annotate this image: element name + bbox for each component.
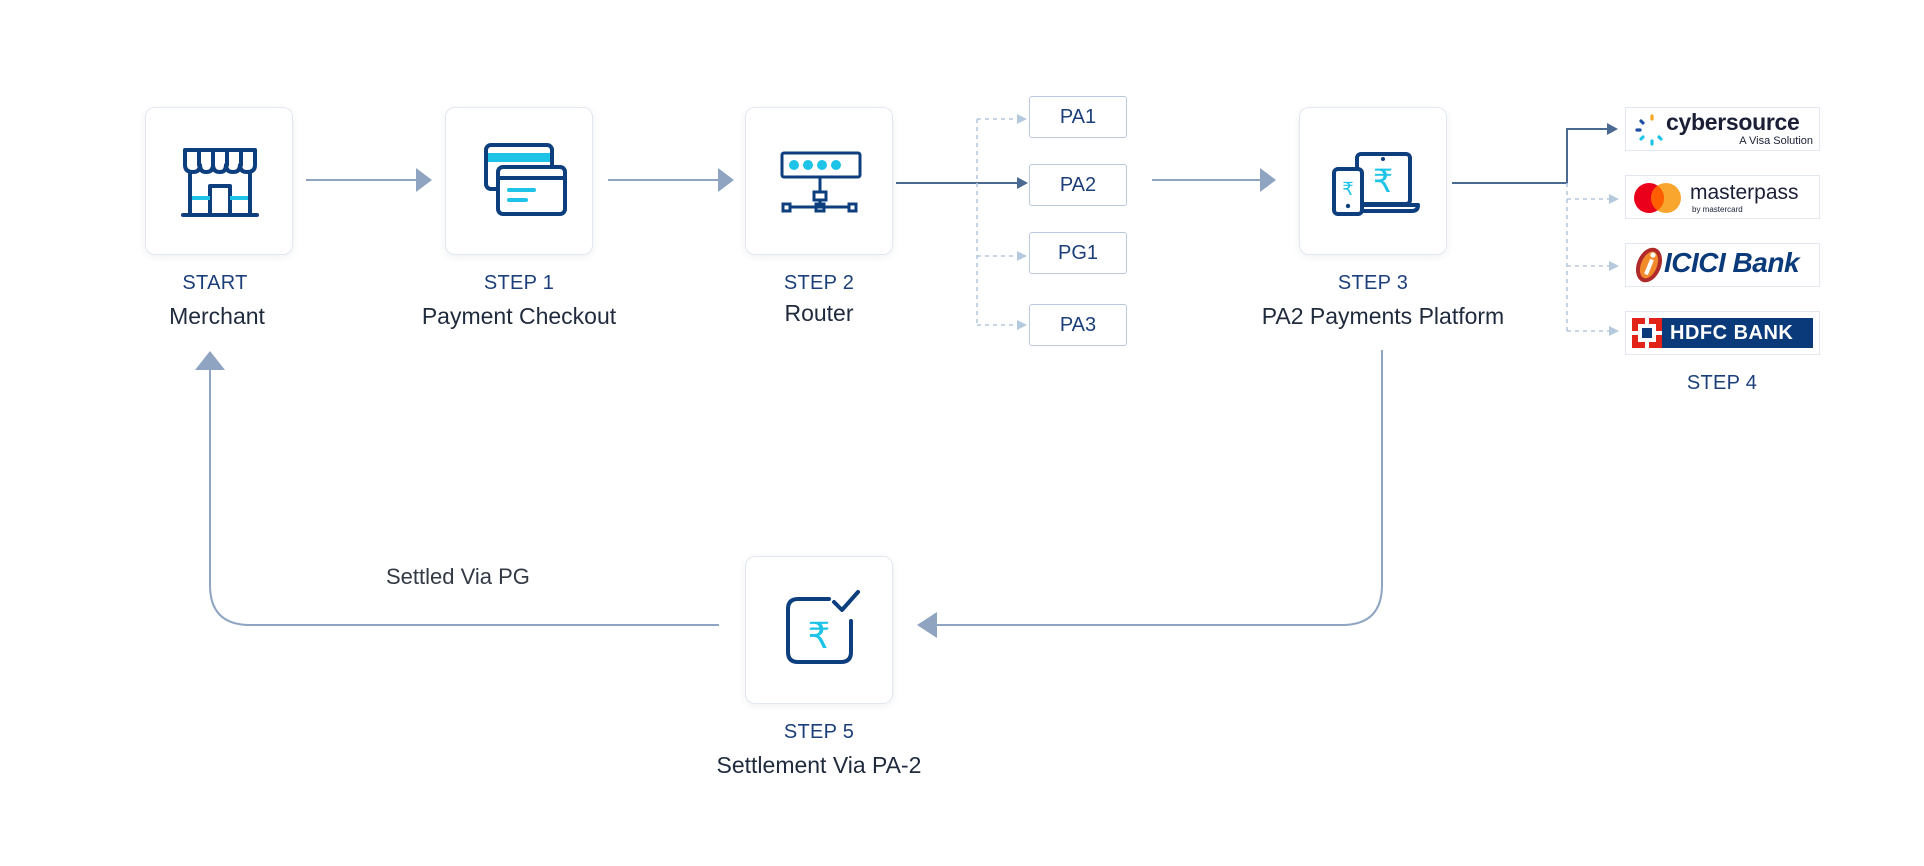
hdfc-banner (1632, 318, 1813, 348)
router-dotted-branches (976, 118, 1018, 326)
mastercard-circles-icon (1634, 183, 1681, 213)
hdfc-wordmark: HDFC BANK (1670, 322, 1794, 344)
dotted-arrowheads (1609, 194, 1619, 336)
router-card (745, 107, 893, 255)
arrow-platform-to-cybersource (1452, 128, 1608, 184)
cybersource-logo: cybersource A Visa Solution (1625, 107, 1820, 151)
step4-label: STEP 4 (1686, 372, 1758, 394)
settlement-step-label: STEP 5 (783, 721, 855, 743)
router-name: Router (784, 300, 854, 326)
arrowhead (718, 168, 734, 192)
platform-card: ₹ ₹ (1299, 107, 1447, 255)
storefront-icon (181, 148, 259, 217)
arrowhead (1260, 168, 1276, 192)
arrow-settlement-to-merchant (209, 367, 719, 626)
masterpass-tagline: by mastercard (1692, 205, 1743, 214)
hdfc-square-icon (1632, 318, 1662, 348)
checkout-step-label: STEP 1 (483, 272, 555, 294)
merchant-name: Merchant (169, 303, 265, 329)
devices-rupee-icon: ₹ ₹ (1332, 152, 1420, 216)
svg-text:₹: ₹ (808, 616, 831, 657)
settlement-card: ₹ (745, 556, 893, 704)
cybersource-wordmark: cybersource (1666, 109, 1800, 135)
arrowhead (195, 351, 225, 370)
cybersource-swirl-icon (1635, 114, 1663, 146)
settlement-name: Settlement Via PA-2 (716, 752, 922, 778)
merchant-card (145, 107, 293, 255)
arrowhead (917, 612, 937, 638)
checkout-card (445, 107, 593, 255)
router-target-pa3: PA3 (1029, 304, 1127, 346)
router-step-label: STEP 2 (783, 272, 855, 294)
router-target-pa1: PA1 (1029, 96, 1127, 138)
arrowhead (1017, 177, 1028, 189)
arrow-platform-to-settlement (935, 350, 1383, 626)
icici-wordmark: ICICI Bank (1664, 247, 1800, 278)
dotted-arrowheads (1017, 114, 1027, 330)
router-target-pg1: PG1 (1029, 232, 1127, 274)
router-target-pa2: PA2 (1029, 164, 1127, 206)
checkout-name: Payment Checkout (421, 303, 617, 329)
settled-via-pg-note: Settled Via PG (386, 564, 530, 589)
masterpass-wordmark: masterpass (1690, 181, 1799, 204)
arrowhead (416, 168, 432, 192)
rupee-check-icon: ₹ (786, 590, 860, 664)
platform-step-label: STEP 3 (1337, 272, 1409, 294)
router-icon (780, 151, 862, 213)
icici-emblem-icon (1635, 247, 1663, 283)
cybersource-tagline: A Visa Solution (1739, 135, 1813, 147)
masterpass-logo: masterpass by mastercard (1625, 175, 1820, 219)
icici-logo: ICICI Bank (1625, 243, 1820, 287)
merchant-step-label: START (182, 272, 248, 294)
arrowhead (1607, 123, 1618, 135)
hdfc-logo: HDFC BANK (1625, 311, 1820, 355)
svg-text:₹: ₹ (1342, 179, 1353, 200)
platform-name: PA2 Payments Platform (1261, 303, 1505, 329)
svg-text:₹: ₹ (1373, 162, 1393, 200)
processor-dotted-branches (1566, 183, 1610, 332)
credit-cards-icon (484, 143, 567, 216)
